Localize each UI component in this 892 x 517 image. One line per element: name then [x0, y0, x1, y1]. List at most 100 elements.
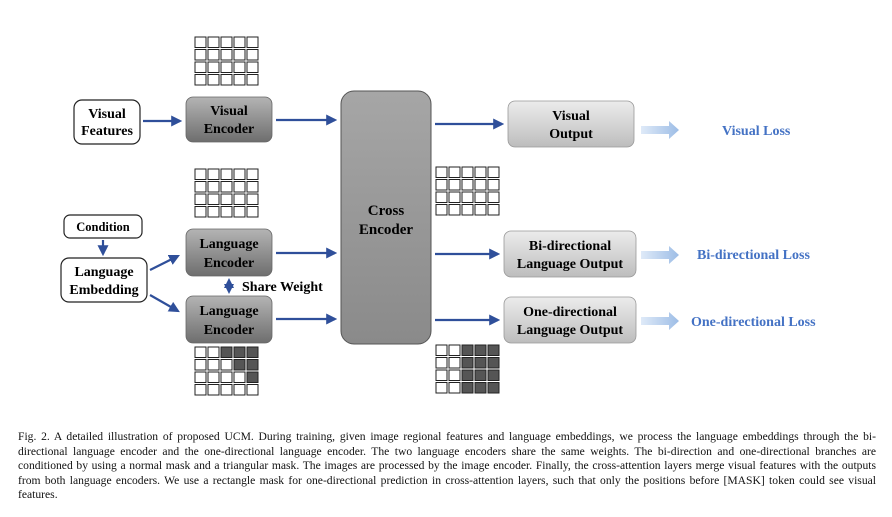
mask-cell	[487, 369, 500, 381]
mask-cell	[448, 344, 461, 356]
mask-cell	[461, 357, 474, 369]
mask-cell	[207, 193, 220, 205]
bidirectional-output-box: Bi-directional Language Output	[503, 230, 637, 278]
language-triangular-mask	[194, 346, 259, 396]
onedirectional-output-box: One-directional Language Output	[503, 296, 637, 344]
mask-cell	[246, 61, 259, 73]
onedirectional-language-encoder-box: Language Encoder	[185, 295, 273, 344]
loss-arrows	[641, 121, 679, 330]
mask-cell	[220, 181, 233, 193]
mask-cell	[233, 193, 246, 205]
mask-cell	[487, 204, 500, 216]
mask-cell	[461, 166, 474, 178]
mask-cell	[461, 369, 474, 381]
language-encoder-1-label-2: Encoder	[204, 256, 255, 271]
mask-cell	[448, 166, 461, 178]
mask-cell	[246, 49, 259, 61]
mask-cell	[233, 346, 246, 358]
cross-encoder-box: Cross Encoder	[340, 90, 432, 345]
mask-cell	[207, 206, 220, 218]
bi-output-label-1: Bi-directional	[529, 239, 611, 254]
mask-cell	[474, 191, 487, 203]
mask-cell	[233, 206, 246, 218]
mask-cell	[220, 371, 233, 383]
mask-cell	[448, 369, 461, 381]
mask-cell	[194, 371, 207, 383]
mask-cell	[233, 49, 246, 61]
visual-features-label-2: Features	[81, 124, 133, 139]
cross-encoder-label-2: Encoder	[359, 222, 414, 238]
mask-cell	[448, 382, 461, 394]
mask-cell	[461, 179, 474, 191]
mask-cell	[194, 36, 207, 48]
mask-cell	[220, 384, 233, 396]
mask-cell	[194, 346, 207, 358]
visual-features-label-1: Visual	[88, 107, 126, 122]
flow-arrows	[97, 114, 505, 326]
mask-cell	[246, 74, 259, 86]
share-weight-indicator: Share Weight	[224, 278, 323, 295]
mask-cell	[194, 61, 207, 73]
mask-cell	[474, 204, 487, 216]
mask-cell	[233, 61, 246, 73]
mask-cell	[487, 344, 500, 356]
condition-label: Condition	[76, 220, 130, 234]
mask-cell	[487, 166, 500, 178]
mask-cell	[435, 179, 448, 191]
mask-cell	[448, 204, 461, 216]
mask-cell	[194, 181, 207, 193]
mask-cell	[233, 36, 246, 48]
language-embedding-box: Language Embedding	[60, 257, 148, 303]
language-encoder-2-label-2: Encoder	[204, 323, 255, 338]
mask-cell	[246, 206, 259, 218]
mask-cell	[220, 74, 233, 86]
mask-cell	[461, 382, 474, 394]
mask-cell	[207, 371, 220, 383]
mask-cell	[220, 359, 233, 371]
mask-cell	[246, 193, 259, 205]
one-output-label-1: One-directional	[523, 305, 617, 320]
mask-cell	[220, 206, 233, 218]
mask-cell	[220, 346, 233, 358]
visual-loss-label: Visual Loss	[722, 124, 791, 139]
mask-cell	[246, 168, 259, 180]
mask-cell	[474, 357, 487, 369]
mask-cell	[194, 74, 207, 86]
mask-cell	[194, 168, 207, 180]
mask-cell	[194, 206, 207, 218]
mask-cell	[233, 371, 246, 383]
mask-cell	[474, 344, 487, 356]
language-encoder-2-label-1: Language	[199, 304, 258, 319]
mask-cell	[220, 49, 233, 61]
mask-cell	[246, 359, 259, 371]
mask-cell	[487, 382, 500, 394]
visual-output-label-1: Visual	[552, 109, 590, 124]
mask-cell	[435, 369, 448, 381]
visual-output-box: Visual Output	[507, 100, 635, 148]
mask-cell	[448, 179, 461, 191]
mask-cell	[233, 168, 246, 180]
mask-cell	[246, 181, 259, 193]
mask-cell	[220, 193, 233, 205]
bi-output-label-2: Language Output	[517, 257, 624, 272]
mask-cell	[461, 344, 474, 356]
mask-cell	[207, 74, 220, 86]
mask-cell	[233, 384, 246, 396]
mask-cell	[435, 382, 448, 394]
mask-cell	[435, 344, 448, 356]
mask-cell	[194, 384, 207, 396]
mask-cell	[435, 166, 448, 178]
figure-caption: Fig. 2. A detailed illustration of propo…	[18, 430, 876, 501]
mask-cell	[207, 181, 220, 193]
mask-cell	[474, 382, 487, 394]
visual-encoder-label-2: Encoder	[204, 122, 255, 137]
mask-cell	[246, 346, 259, 358]
mask-cell	[246, 371, 259, 383]
mask-cell	[220, 168, 233, 180]
mask-cell	[194, 359, 207, 371]
cross-rectangle-mask	[435, 344, 500, 394]
mask-cell	[474, 369, 487, 381]
mask-cell	[233, 359, 246, 371]
visual-features-box: Visual Features	[73, 99, 141, 145]
mask-cell	[220, 61, 233, 73]
